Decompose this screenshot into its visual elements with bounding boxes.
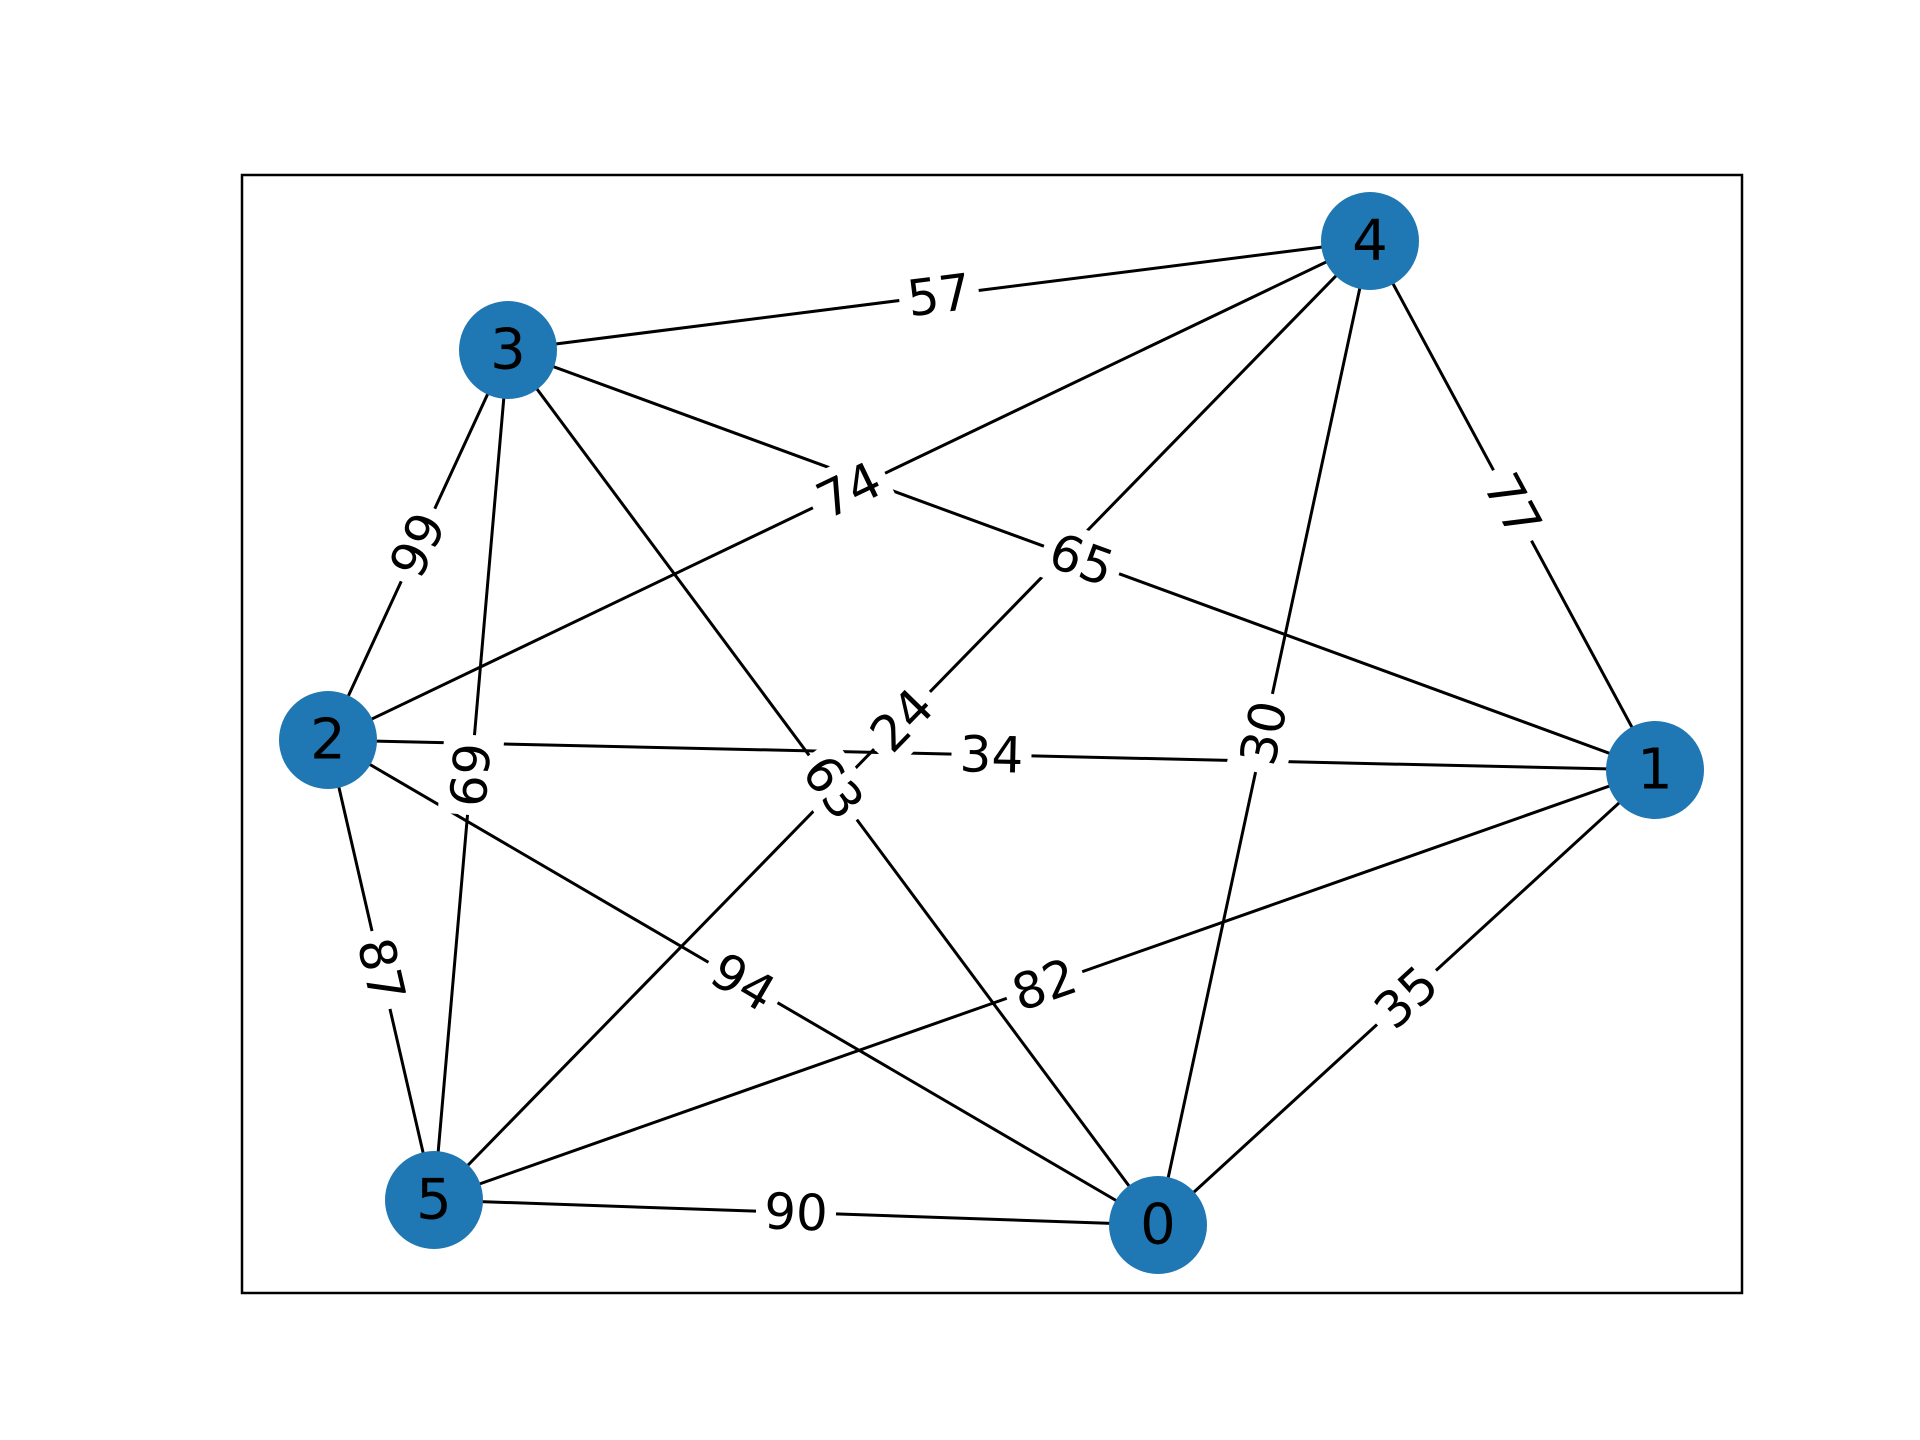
node-circle <box>279 691 377 789</box>
edge-label-3-2: 99 <box>373 496 463 594</box>
edge-label-3-4: 57 <box>895 260 983 331</box>
edge-label-5-1: 82 <box>996 943 1093 1027</box>
node-label: 0 <box>1140 1193 1176 1258</box>
edge-label-0-1: 35 <box>1356 948 1457 1047</box>
node-circle <box>459 301 557 399</box>
node-label: 2 <box>310 708 346 773</box>
edge-label-3-5: 69 <box>437 732 505 818</box>
edge-label-3-1: 65 <box>1033 518 1130 602</box>
edge-weight-label: 63 <box>791 745 876 831</box>
node-1: 1 <box>1606 721 1704 819</box>
edge-label-2-0: 94 <box>693 936 793 1029</box>
edge-weight-label: 87 <box>346 932 417 1007</box>
node-label: 1 <box>1637 738 1673 803</box>
edge-label-background <box>1467 456 1558 555</box>
node-2: 2 <box>279 691 377 789</box>
node-label: 3 <box>490 318 526 383</box>
edge-label-background <box>1226 687 1302 779</box>
edge-label-background <box>785 737 881 838</box>
edge-weight-label: 90 <box>763 1182 829 1242</box>
plot-frame <box>240 173 1744 1295</box>
node-label: 5 <box>416 1168 452 1233</box>
node-circle <box>1109 1176 1207 1274</box>
node-3: 3 <box>459 301 557 399</box>
edge-weight-label: 57 <box>904 263 974 329</box>
edge-label-background <box>342 924 420 1016</box>
edge-label-background <box>799 446 899 535</box>
edge-label-background <box>852 670 952 771</box>
edge-label-2-5: 87 <box>342 924 420 1016</box>
edge-label-background <box>754 1181 838 1244</box>
edge-weight-label: 35 <box>1363 955 1449 1041</box>
node-0: 0 <box>1109 1176 1207 1274</box>
edge-weight-label: 34 <box>959 725 1024 784</box>
edge-label-background <box>996 943 1093 1027</box>
node-4: 4 <box>1321 192 1419 290</box>
edge-label-background <box>1356 948 1457 1047</box>
node-circle <box>385 1151 483 1249</box>
edge-weight-label: 69 <box>439 741 502 809</box>
edge-label-background <box>950 724 1033 786</box>
edge-label-4-0: 30 <box>1226 687 1302 779</box>
edge-label-background <box>373 496 463 594</box>
edge-label-2-4: 74 <box>799 446 899 535</box>
edge-label-background <box>437 732 505 818</box>
edge-label-5-0: 90 <box>754 1181 838 1244</box>
edge-label-background <box>1033 518 1130 602</box>
node-circle <box>1606 721 1704 819</box>
node-label: 4 <box>1352 209 1388 274</box>
node-5: 5 <box>385 1151 483 1249</box>
edge-weight-label: 30 <box>1229 696 1299 770</box>
node-circle <box>1321 192 1419 290</box>
edge-label-2-1: 34 <box>950 724 1033 786</box>
edge-label-4-1: 77 <box>1467 456 1558 555</box>
edge-label-background <box>895 260 983 331</box>
edge-label-background <box>693 936 793 1029</box>
